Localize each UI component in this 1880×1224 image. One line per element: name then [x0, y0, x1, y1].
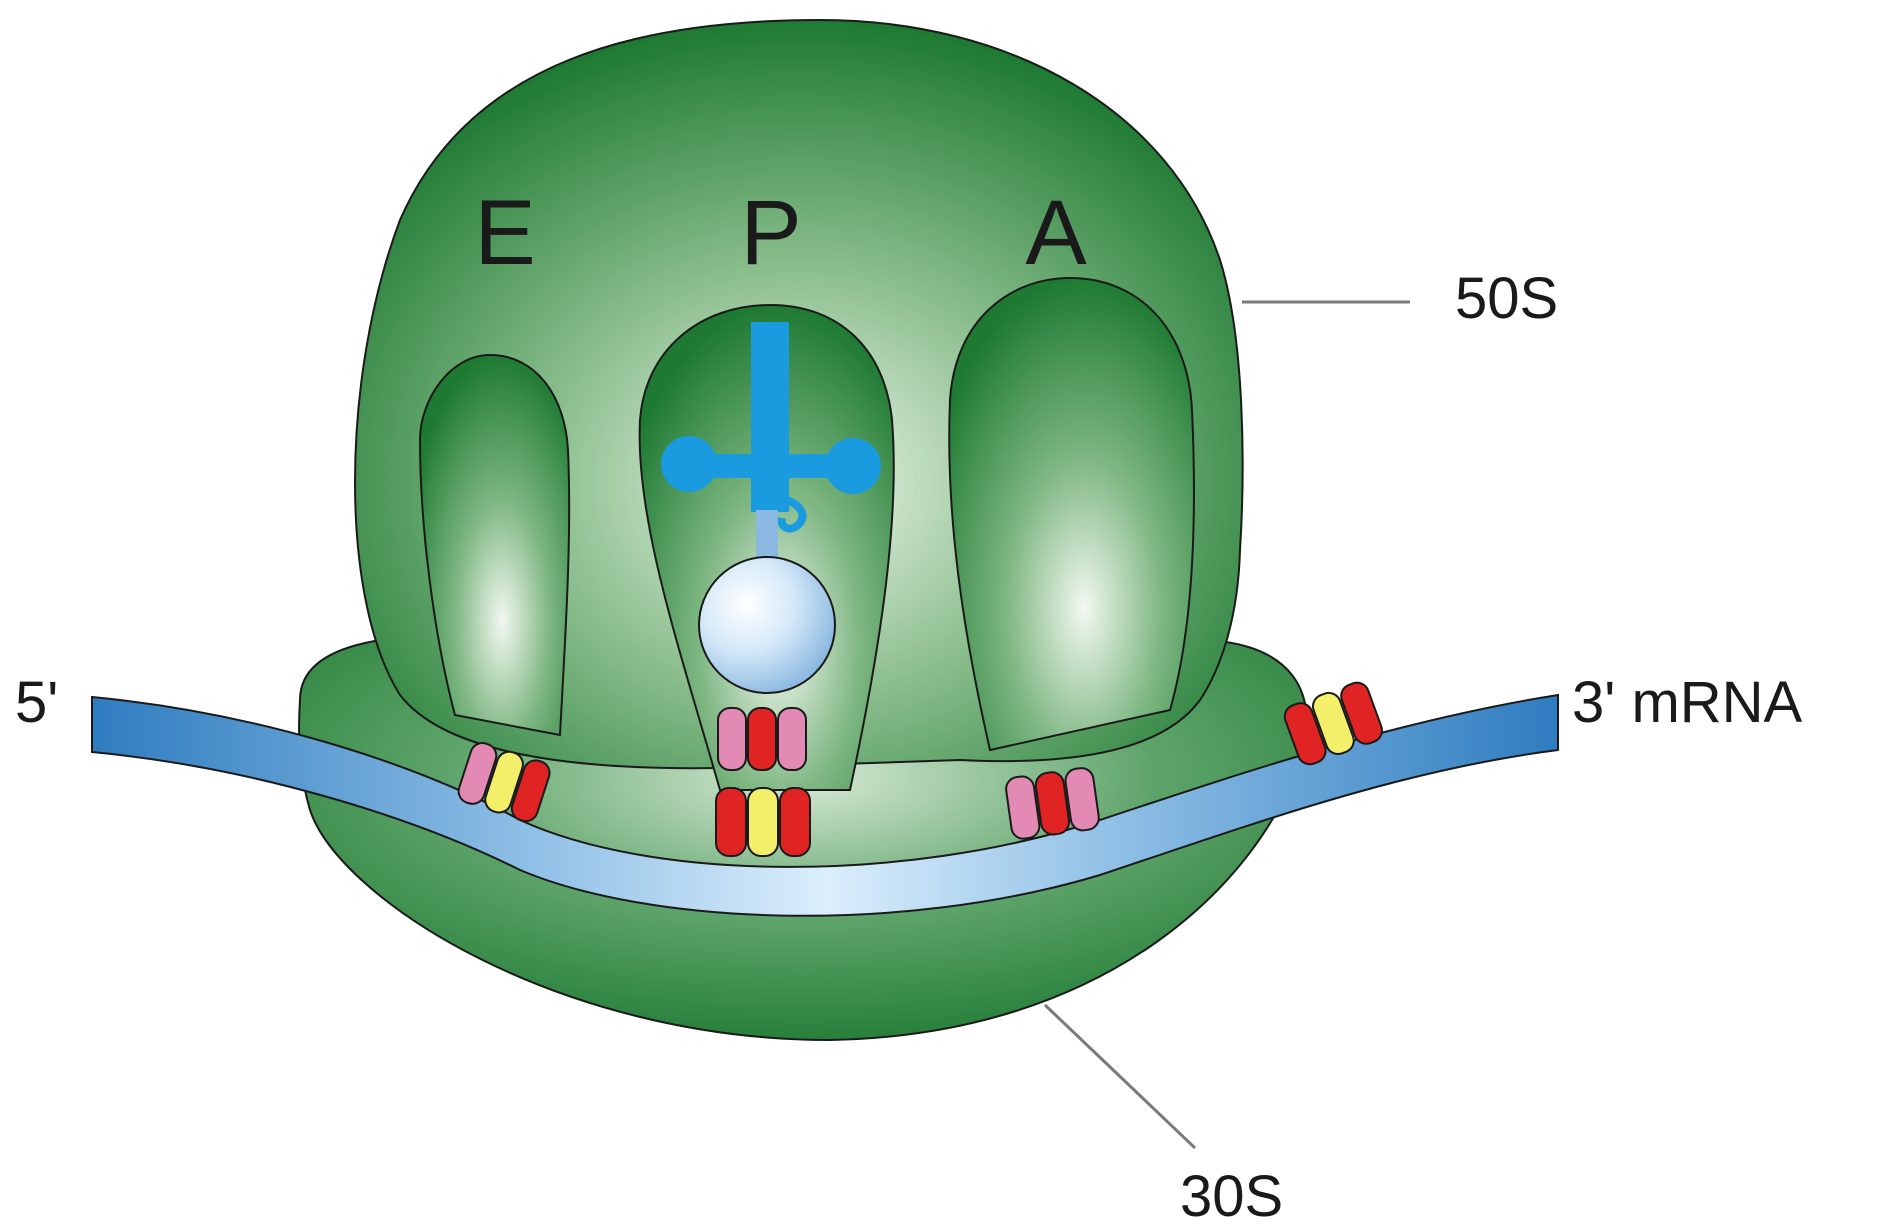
anticodon-p-site [718, 708, 806, 770]
amino-acid-sphere-icon [699, 557, 835, 693]
codon-a-site [1005, 767, 1101, 841]
site-a-label: A [1025, 182, 1087, 284]
label-30s: 30S [1180, 1164, 1283, 1224]
site-e-label: E [474, 182, 535, 284]
label-5-prime: 5' [15, 670, 58, 735]
leader-line-30s [1045, 1005, 1195, 1148]
label-50s: 50S [1455, 266, 1558, 331]
codon-p-site [716, 788, 810, 856]
label-3-prime-mrna: 3' mRNA [1572, 670, 1803, 735]
a-site-pocket [949, 278, 1194, 750]
site-p-label: P [740, 182, 801, 284]
